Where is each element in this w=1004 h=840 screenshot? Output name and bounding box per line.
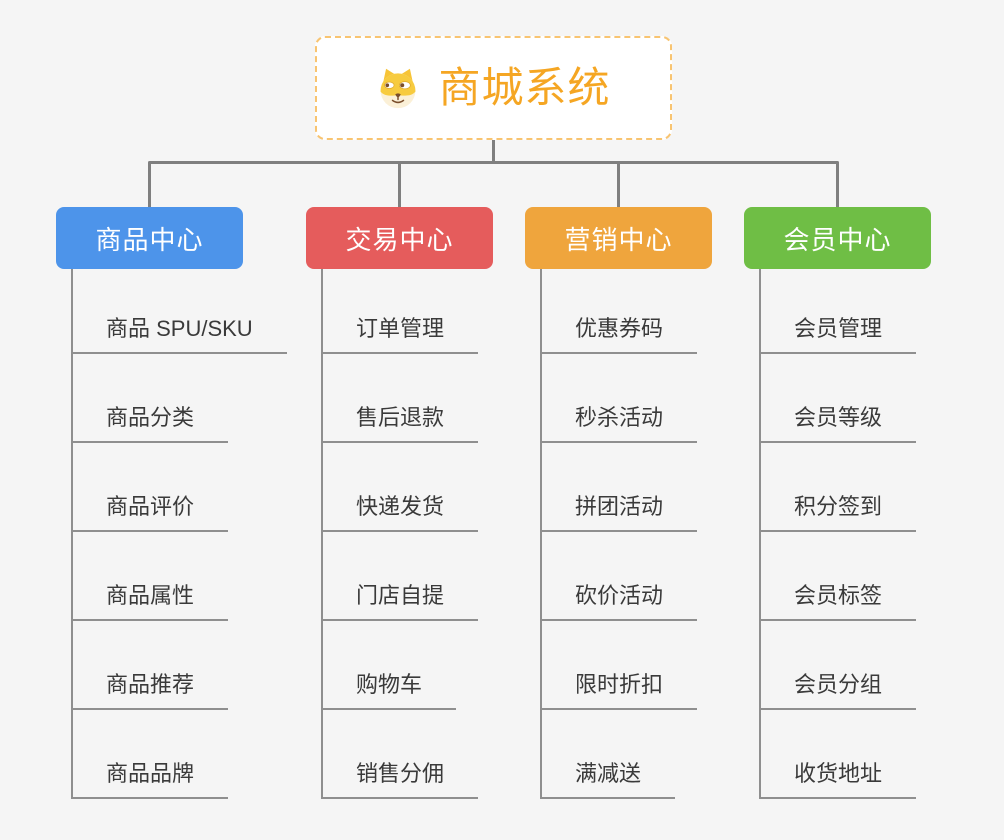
- leaf-item[interactable]: 秒杀活动: [540, 354, 698, 443]
- leaf-item[interactable]: 会员等级: [759, 354, 917, 443]
- dog-face-icon: [376, 66, 420, 110]
- leaf-item[interactable]: 门店自提: [321, 532, 479, 621]
- branch-marketing-center: 营销中心 优惠券码 秒杀活动 拼团活动 砍价活动 限时折扣 满减送: [525, 207, 712, 799]
- branch-product-center: 商品中心 商品 SPU/SKU 商品分类 商品评价 商品属性 商品推荐 商品品牌: [56, 207, 287, 799]
- leaf-item[interactable]: 商品推荐: [71, 621, 229, 710]
- branch-connector-line: [540, 269, 542, 799]
- branch-node-member-center[interactable]: 会员中心: [744, 207, 931, 269]
- leaf-list: 商品 SPU/SKU 商品分类 商品评价 商品属性 商品推荐 商品品牌: [71, 269, 287, 799]
- leaf-item[interactable]: 会员分组: [759, 621, 917, 710]
- connector-stub-trade: [398, 163, 401, 208]
- branch-member-center: 会员中心 会员管理 会员等级 积分签到 会员标签 会员分组 收货地址: [744, 207, 931, 799]
- leaf-item[interactable]: 商品评价: [71, 443, 229, 532]
- connector-stub-product: [148, 163, 151, 208]
- leaf-item[interactable]: 会员标签: [759, 532, 917, 621]
- branch-node-marketing-center[interactable]: 营销中心: [525, 207, 712, 269]
- leaf-list: 优惠券码 秒杀活动 拼团活动 砍价活动 限时折扣 满减送: [540, 269, 712, 799]
- leaf-list: 订单管理 售后退款 快递发货 门店自提 购物车 销售分佣: [321, 269, 493, 799]
- root-node[interactable]: 商城系统: [315, 36, 672, 140]
- leaf-item[interactable]: 销售分佣: [321, 710, 479, 799]
- leaf-item[interactable]: 会员管理: [759, 269, 917, 354]
- connector-stub-member: [836, 163, 839, 208]
- leaf-item[interactable]: 优惠券码: [540, 269, 698, 354]
- leaf-item[interactable]: 商品属性: [71, 532, 229, 621]
- leaf-item[interactable]: 商品分类: [71, 354, 229, 443]
- leaf-item[interactable]: 收货地址: [759, 710, 917, 799]
- connector-horizontal-line: [148, 161, 839, 164]
- leaf-item[interactable]: 快递发货: [321, 443, 479, 532]
- leaf-item[interactable]: 商品 SPU/SKU: [71, 269, 287, 354]
- leaf-item[interactable]: 积分签到: [759, 443, 917, 532]
- branch-connector-line: [759, 269, 761, 799]
- leaf-item[interactable]: 购物车: [321, 621, 457, 710]
- branch-trade-center: 交易中心 订单管理 售后退款 快递发货 门店自提 购物车 销售分佣: [306, 207, 493, 799]
- leaf-list: 会员管理 会员等级 积分签到 会员标签 会员分组 收货地址: [759, 269, 931, 799]
- leaf-item[interactable]: 订单管理: [321, 269, 479, 354]
- leaf-item[interactable]: 满减送: [540, 710, 676, 799]
- leaf-item[interactable]: 限时折扣: [540, 621, 698, 710]
- connector-stub-marketing: [617, 163, 620, 208]
- root-title: 商城系统: [438, 64, 611, 111]
- connector-root-stem: [492, 140, 495, 164]
- leaf-item[interactable]: 售后退款: [321, 354, 479, 443]
- branch-node-trade-center[interactable]: 交易中心: [306, 207, 493, 269]
- leaf-item[interactable]: 商品品牌: [71, 710, 229, 799]
- leaf-item[interactable]: 砍价活动: [540, 532, 698, 621]
- branch-node-product-center[interactable]: 商品中心: [56, 207, 243, 269]
- branch-connector-line: [71, 269, 73, 799]
- leaf-item[interactable]: 拼团活动: [540, 443, 698, 532]
- branch-connector-line: [321, 269, 323, 799]
